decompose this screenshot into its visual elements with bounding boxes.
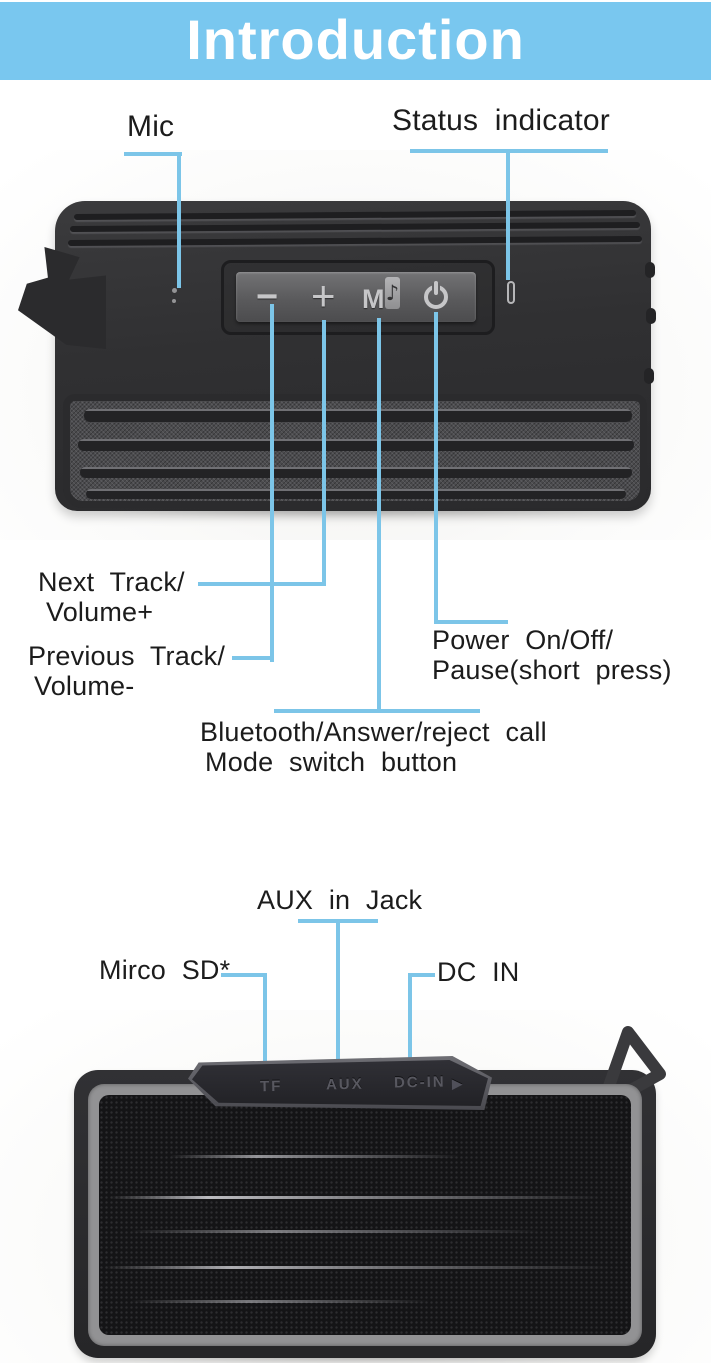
mic-label: Mic bbox=[127, 110, 175, 143]
grille-groove bbox=[84, 409, 632, 422]
mic-callout-line bbox=[177, 152, 181, 288]
next-track-label: Next Track/ Volume+ bbox=[38, 567, 185, 627]
previous-track-label: Previous Track/ Volume- bbox=[28, 641, 226, 701]
title-banner: Introduction bbox=[0, 2, 711, 80]
mic-callout-line bbox=[124, 152, 182, 156]
grille-groove bbox=[86, 489, 626, 499]
dc-in-label: DC IN bbox=[437, 957, 520, 987]
next-track-callout-line bbox=[198, 582, 326, 586]
dc-callout-line bbox=[408, 973, 435, 977]
grille-groove bbox=[80, 467, 632, 478]
mode-callout-line bbox=[377, 318, 381, 712]
flap-arrow-icon: ▶ bbox=[451, 1075, 463, 1092]
mode-callout-line bbox=[274, 709, 480, 713]
grille-highlight bbox=[130, 1300, 430, 1303]
micro-sd-label: Mirco SD* bbox=[99, 955, 231, 985]
aux-jack-label: AUX in Jack bbox=[257, 885, 423, 915]
sd-callout-line bbox=[263, 973, 267, 1079]
grille-highlight bbox=[105, 1266, 610, 1269]
previous-track-callout-line bbox=[270, 304, 274, 662]
sd-callout-line bbox=[221, 973, 267, 977]
grille-highlight bbox=[110, 1196, 600, 1199]
mode-switch-label: Bluetooth/Answer/reject call Mode switch… bbox=[200, 717, 547, 777]
music-note-icon: ♪ bbox=[385, 277, 400, 309]
mic-hole bbox=[172, 299, 176, 303]
status-led bbox=[507, 281, 515, 304]
power-label: Power On/Off/ Pause(short press) bbox=[432, 625, 672, 685]
grille-highlight bbox=[170, 1155, 460, 1158]
dc-in-port-label: DC-IN bbox=[393, 1073, 446, 1092]
power-callout-line bbox=[434, 620, 508, 624]
status-callout-line bbox=[506, 149, 510, 280]
grille-groove bbox=[78, 439, 634, 451]
port-cover-flap bbox=[188, 1056, 492, 1110]
side-nub bbox=[644, 368, 654, 384]
power-button-icon bbox=[424, 281, 452, 311]
front-grille-bottom-view bbox=[99, 1095, 631, 1335]
side-nub bbox=[646, 308, 656, 324]
mode-button: M bbox=[362, 284, 385, 314]
previous-track-callout-line bbox=[232, 656, 274, 660]
side-nub bbox=[645, 262, 655, 278]
status-indicator-label: Status indicator bbox=[392, 104, 610, 137]
mic-hole bbox=[172, 288, 177, 293]
aux-callout-line bbox=[336, 919, 340, 1073]
aux-port-label: AUX bbox=[325, 1075, 364, 1094]
next-track-callout-line bbox=[322, 320, 326, 586]
volume-minus-button: − bbox=[256, 276, 279, 318]
power-callout-line bbox=[434, 312, 438, 624]
page-title: Introduction bbox=[186, 8, 525, 71]
volume-plus-button: + bbox=[311, 272, 336, 319]
grille-highlight bbox=[130, 1230, 540, 1233]
tf-port-label: TF bbox=[259, 1077, 283, 1096]
dc-callout-line bbox=[408, 973, 412, 1076]
